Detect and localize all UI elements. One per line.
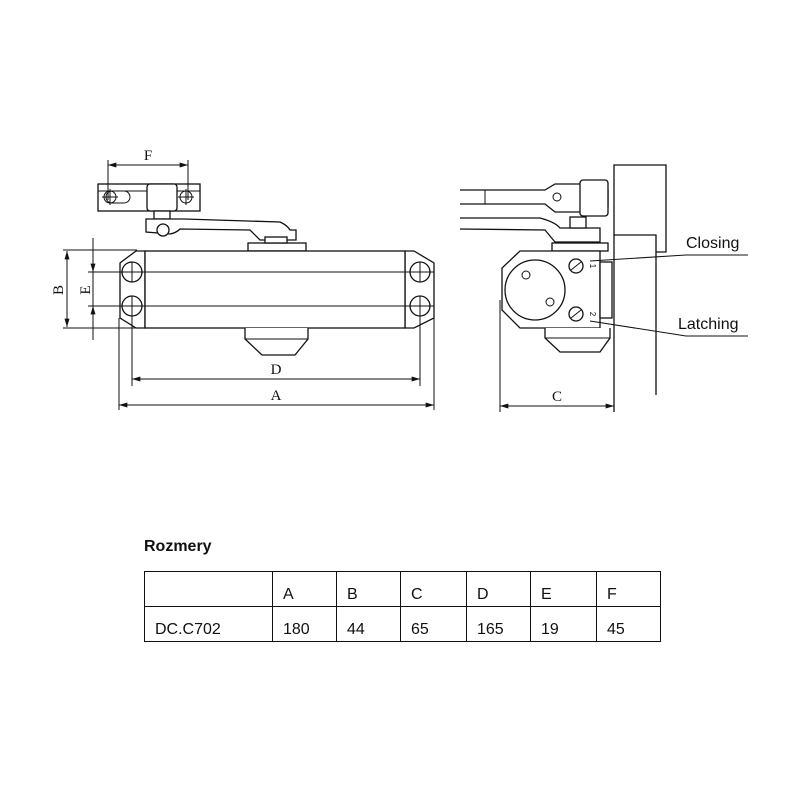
dimension-C: C: [499, 300, 615, 412]
header-cell: F: [596, 571, 661, 607]
closing-screw-icon: [568, 258, 584, 274]
frame-bracket: [613, 164, 667, 253]
dim-label-A: A: [271, 388, 282, 404]
dimensions-table: A B C D E F DC.C702 180 44 65 165 19 45: [144, 571, 661, 642]
arm-lower: [459, 217, 601, 243]
table-header-row: A B C D E F: [144, 571, 661, 607]
dim-label-C: C: [552, 389, 562, 405]
closing-label: Closing: [686, 235, 739, 252]
callout-closing: Closing: [589, 235, 748, 262]
mark-1: 1: [588, 264, 597, 269]
latching-label: Latching: [678, 316, 739, 333]
header-cell: D: [466, 571, 531, 607]
value-cell: 44: [336, 606, 401, 642]
dim-label-F: F: [144, 148, 152, 164]
model-cell: DC.C702: [144, 606, 273, 642]
dimension-E: E: [78, 238, 120, 340]
dim-label-E: E: [78, 285, 94, 294]
table-row: DC.C702 180 44 65 165 19 45: [144, 606, 661, 642]
header-cell: E: [530, 571, 597, 607]
value-cell: 165: [466, 606, 531, 642]
closer-body: [144, 250, 406, 329]
dimension-D: D: [131, 306, 421, 386]
value-cell: 180: [272, 606, 337, 642]
dimension-A: A: [118, 318, 435, 410]
header-cell: A: [272, 571, 337, 607]
side-view: 1 2 Closing Latching C: [459, 164, 748, 412]
table-title: Rozmery: [144, 538, 212, 555]
header-cell: [144, 571, 273, 607]
value-cell: 19: [530, 606, 597, 642]
dimension-B: B: [51, 249, 137, 329]
callout-latching: Latching: [589, 316, 748, 337]
value-cell: 65: [400, 606, 467, 642]
dim-label-D: D: [271, 362, 282, 378]
header-cell: C: [400, 571, 467, 607]
header-cell: B: [336, 571, 401, 607]
mark-2: 2: [588, 312, 597, 317]
latching-screw-icon: [568, 306, 584, 322]
front-view: F B E D A: [51, 148, 435, 410]
dimension-F: F: [107, 148, 189, 200]
value-cell: 45: [596, 606, 661, 642]
dim-label-B: B: [51, 285, 67, 295]
arm-bracket: [97, 183, 201, 220]
